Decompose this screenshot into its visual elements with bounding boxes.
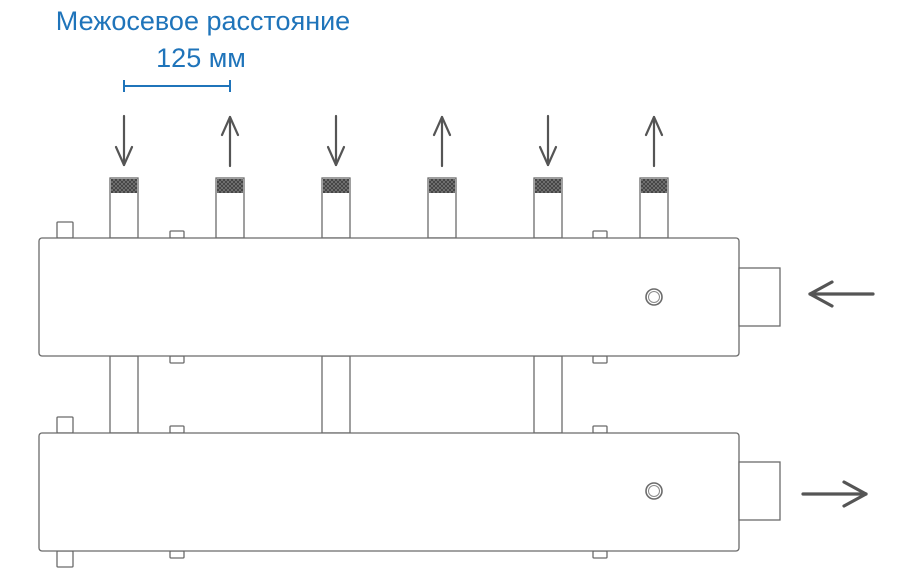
spacing-dimension-marker [123,80,231,92]
header-lug [592,550,608,559]
header-lug [56,416,74,434]
outlet-pipes [109,177,669,239]
supply-header [38,237,781,357]
header-lug [56,221,74,239]
header-body [38,237,740,357]
thread-band [323,179,349,193]
side-outflow-arrow [801,480,868,508]
outlet-pipe [427,177,457,239]
thread-band [111,179,137,193]
header-lug [169,230,185,239]
outlet-pipe [215,177,245,239]
down-arrow [538,114,558,167]
spacing-caption-title: Межосевое расстояние [55,6,351,36]
header-lug [56,550,74,568]
side-port [738,267,781,327]
outlet-pipe [639,177,669,239]
return-header [38,432,781,552]
down-arrow [326,114,346,167]
up-arrow [644,115,664,168]
up-arrow [432,115,452,168]
bridge-pipe [321,355,351,434]
spacing-caption-value: 125 мм [156,43,246,73]
side-port [738,461,781,521]
outlet-pipe [109,177,139,239]
thread-band [641,179,667,193]
header-body [38,432,740,552]
flow-arrows [114,114,875,508]
side-inflow-arrow [808,280,875,308]
header-lug [592,230,608,239]
headers [38,237,781,552]
bridge-pipes [109,355,563,434]
bridge-pipe [533,355,563,434]
header-lug [169,355,185,364]
up-arrow [220,115,240,168]
down-arrow [114,114,134,167]
header-lug [592,355,608,364]
outlet-pipe [321,177,351,239]
header-lug [169,425,185,434]
thread-band [217,179,243,193]
header-lug [592,425,608,434]
bridge-pipe [109,355,139,434]
thread-band [535,179,561,193]
thread-band [429,179,455,193]
outlet-pipe [533,177,563,239]
header-lug [169,550,185,559]
